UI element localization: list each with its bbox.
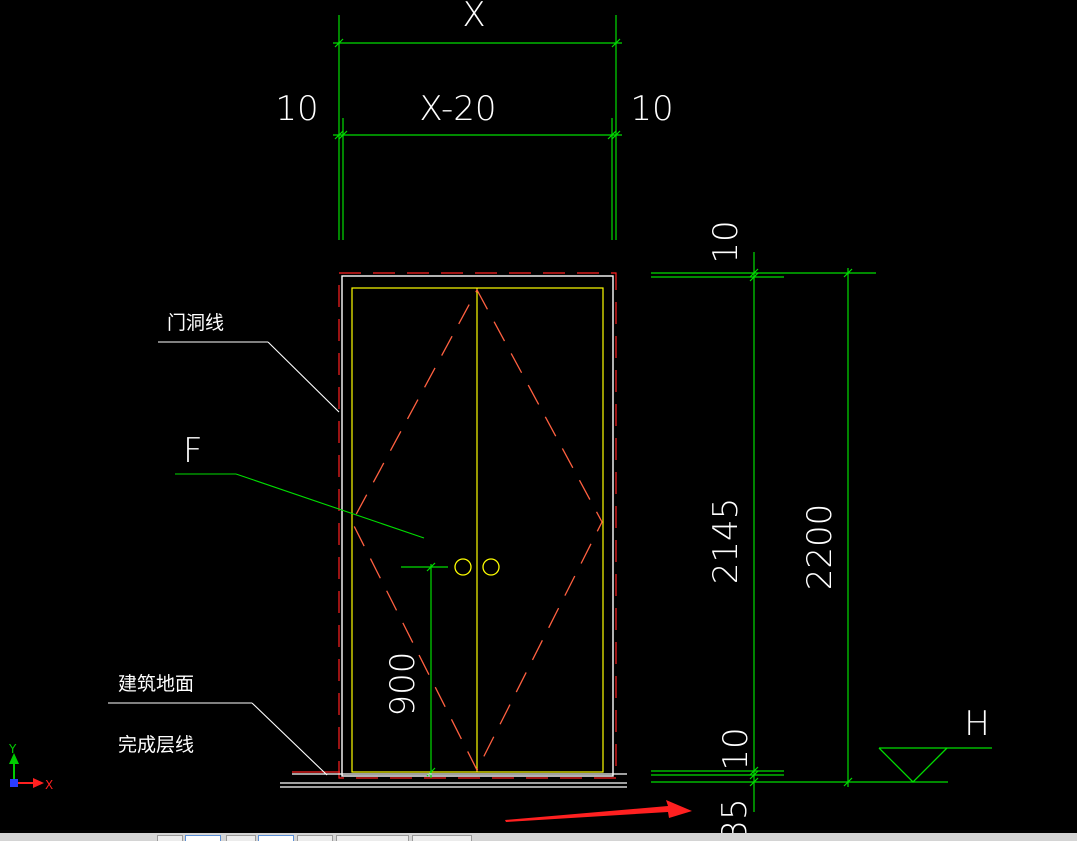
ucs-y-arrowhead (9, 753, 19, 764)
tick (334, 130, 344, 140)
ucs-origin (10, 779, 18, 787)
tick (426, 562, 436, 572)
dim-text-right-offset: 10 (630, 89, 673, 129)
floor-lines (280, 773, 627, 788)
tick (749, 766, 759, 776)
handle-left (454, 558, 472, 576)
door-handles (454, 558, 500, 576)
swing-diamond (351, 288, 603, 772)
tick (843, 268, 853, 278)
tick (843, 777, 853, 787)
handle-height-dimension (401, 562, 448, 778)
layout-tab[interactable] (412, 835, 472, 841)
dim-text-floor-offset: 35 (715, 798, 755, 833)
door-frame (351, 287, 604, 773)
label-finish-layer-line: 完成层线 (118, 734, 194, 756)
level-triangle (878, 747, 948, 783)
label-level-mark-h: H (964, 704, 990, 744)
dim-text-clear-height: 2145 (706, 498, 746, 585)
leader-floor (108, 702, 328, 776)
tick (611, 130, 621, 140)
ucs-icon: Y X (8, 742, 53, 792)
tick (426, 767, 436, 777)
tick (749, 272, 759, 282)
leader-arm (251, 702, 328, 776)
ucs-x-label: X (45, 778, 53, 792)
layout-tab[interactable] (336, 835, 409, 841)
ucs-x-arrowhead (33, 778, 44, 788)
layout-tab[interactable] (185, 835, 221, 841)
layout-tab[interactable] (297, 835, 333, 841)
label-door-opening-line: 门洞线 (167, 312, 224, 334)
tick (334, 38, 344, 48)
dim-text-left-offset: 10 (275, 89, 318, 129)
label-mark-f: F (183, 431, 203, 471)
leader-arm (267, 341, 340, 413)
dim-text-top-gap: 10 (706, 220, 746, 263)
arrow-shape (505, 800, 692, 822)
leader-f (175, 473, 425, 539)
dim-text-handle-height: 900 (383, 652, 423, 717)
dim-text-total-width: X (462, 0, 485, 35)
layout-tab[interactable] (258, 835, 294, 841)
tick (611, 38, 621, 48)
opening-dashed-outline (338, 272, 617, 779)
tick (607, 130, 617, 140)
right-dimension-group (651, 252, 948, 812)
label-building-floor: 建筑地面 (118, 673, 194, 695)
tick (338, 130, 348, 140)
opening-outline (341, 275, 614, 777)
tick (749, 268, 759, 278)
tick (749, 770, 759, 780)
dim-text-bottom-gap: 10 (716, 727, 756, 770)
level-symbol (878, 747, 992, 783)
dim-text-total-height: 2200 (800, 504, 840, 591)
leader-door-opening (158, 341, 340, 413)
tick (749, 777, 759, 787)
door-opening (338, 272, 617, 779)
top-dimension-group (333, 15, 622, 240)
layout-tab[interactable] (226, 835, 256, 841)
handle-right (482, 558, 500, 576)
ucs-y-label: Y (8, 742, 17, 756)
red-arrow-icon (505, 800, 692, 822)
dim-text-clear-width: X-20 (419, 89, 496, 129)
layout-tab-bar (0, 833, 1077, 841)
leader-arm (235, 473, 425, 539)
layout-tab[interactable] (157, 835, 183, 841)
